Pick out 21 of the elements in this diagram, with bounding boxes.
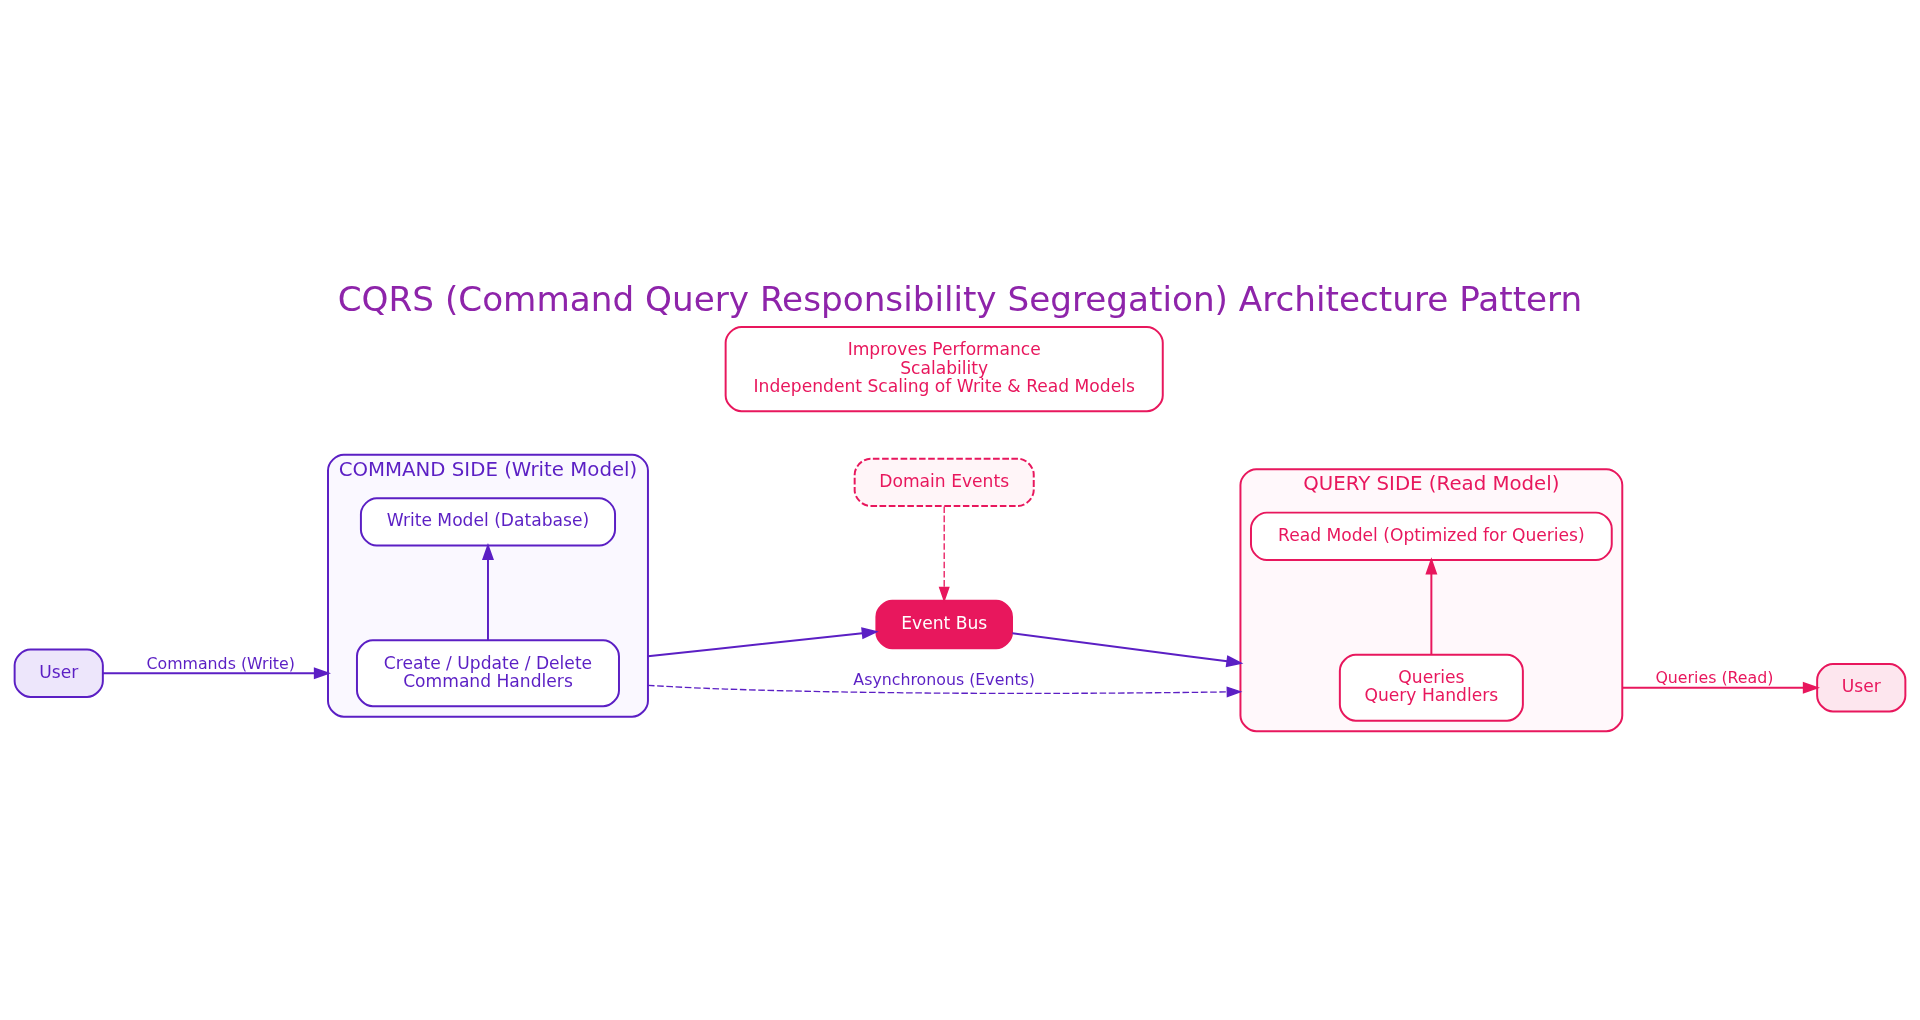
edge-label: Commands (Write): [146, 653, 295, 673]
node-box: Queries Query Handlers: [1338, 653, 1524, 722]
arrow: [1011, 632, 1244, 668]
edge-label: Queries (Read): [1655, 668, 1774, 688]
arrow: [646, 627, 879, 658]
node-box: Event Bus: [875, 599, 1013, 650]
edge-label: Asynchronous (Events): [853, 669, 1036, 689]
arrow: [1425, 557, 1438, 656]
node-box: Read Model (Optimized for Queries): [1250, 511, 1613, 561]
node-box: Improves Performance Scalability Independent Scaling of Write & Read Models: [724, 326, 1164, 413]
node-box: User: [1816, 663, 1907, 713]
arrow: [647, 684, 1243, 698]
node-box: User: [13, 648, 104, 698]
diagram-title: CQRS (Command Query Responsibility Segregation) Architecture Pattern: [337, 278, 1583, 319]
node-box: Write Model (Database): [359, 497, 616, 547]
node-box: Create / Update / Delete Command Handlers: [356, 639, 620, 708]
arrow: [938, 505, 950, 603]
arrow: [101, 667, 331, 680]
arrow: [481, 542, 494, 642]
arrow: [1621, 681, 1820, 694]
node-box: Domain Events: [853, 457, 1035, 508]
